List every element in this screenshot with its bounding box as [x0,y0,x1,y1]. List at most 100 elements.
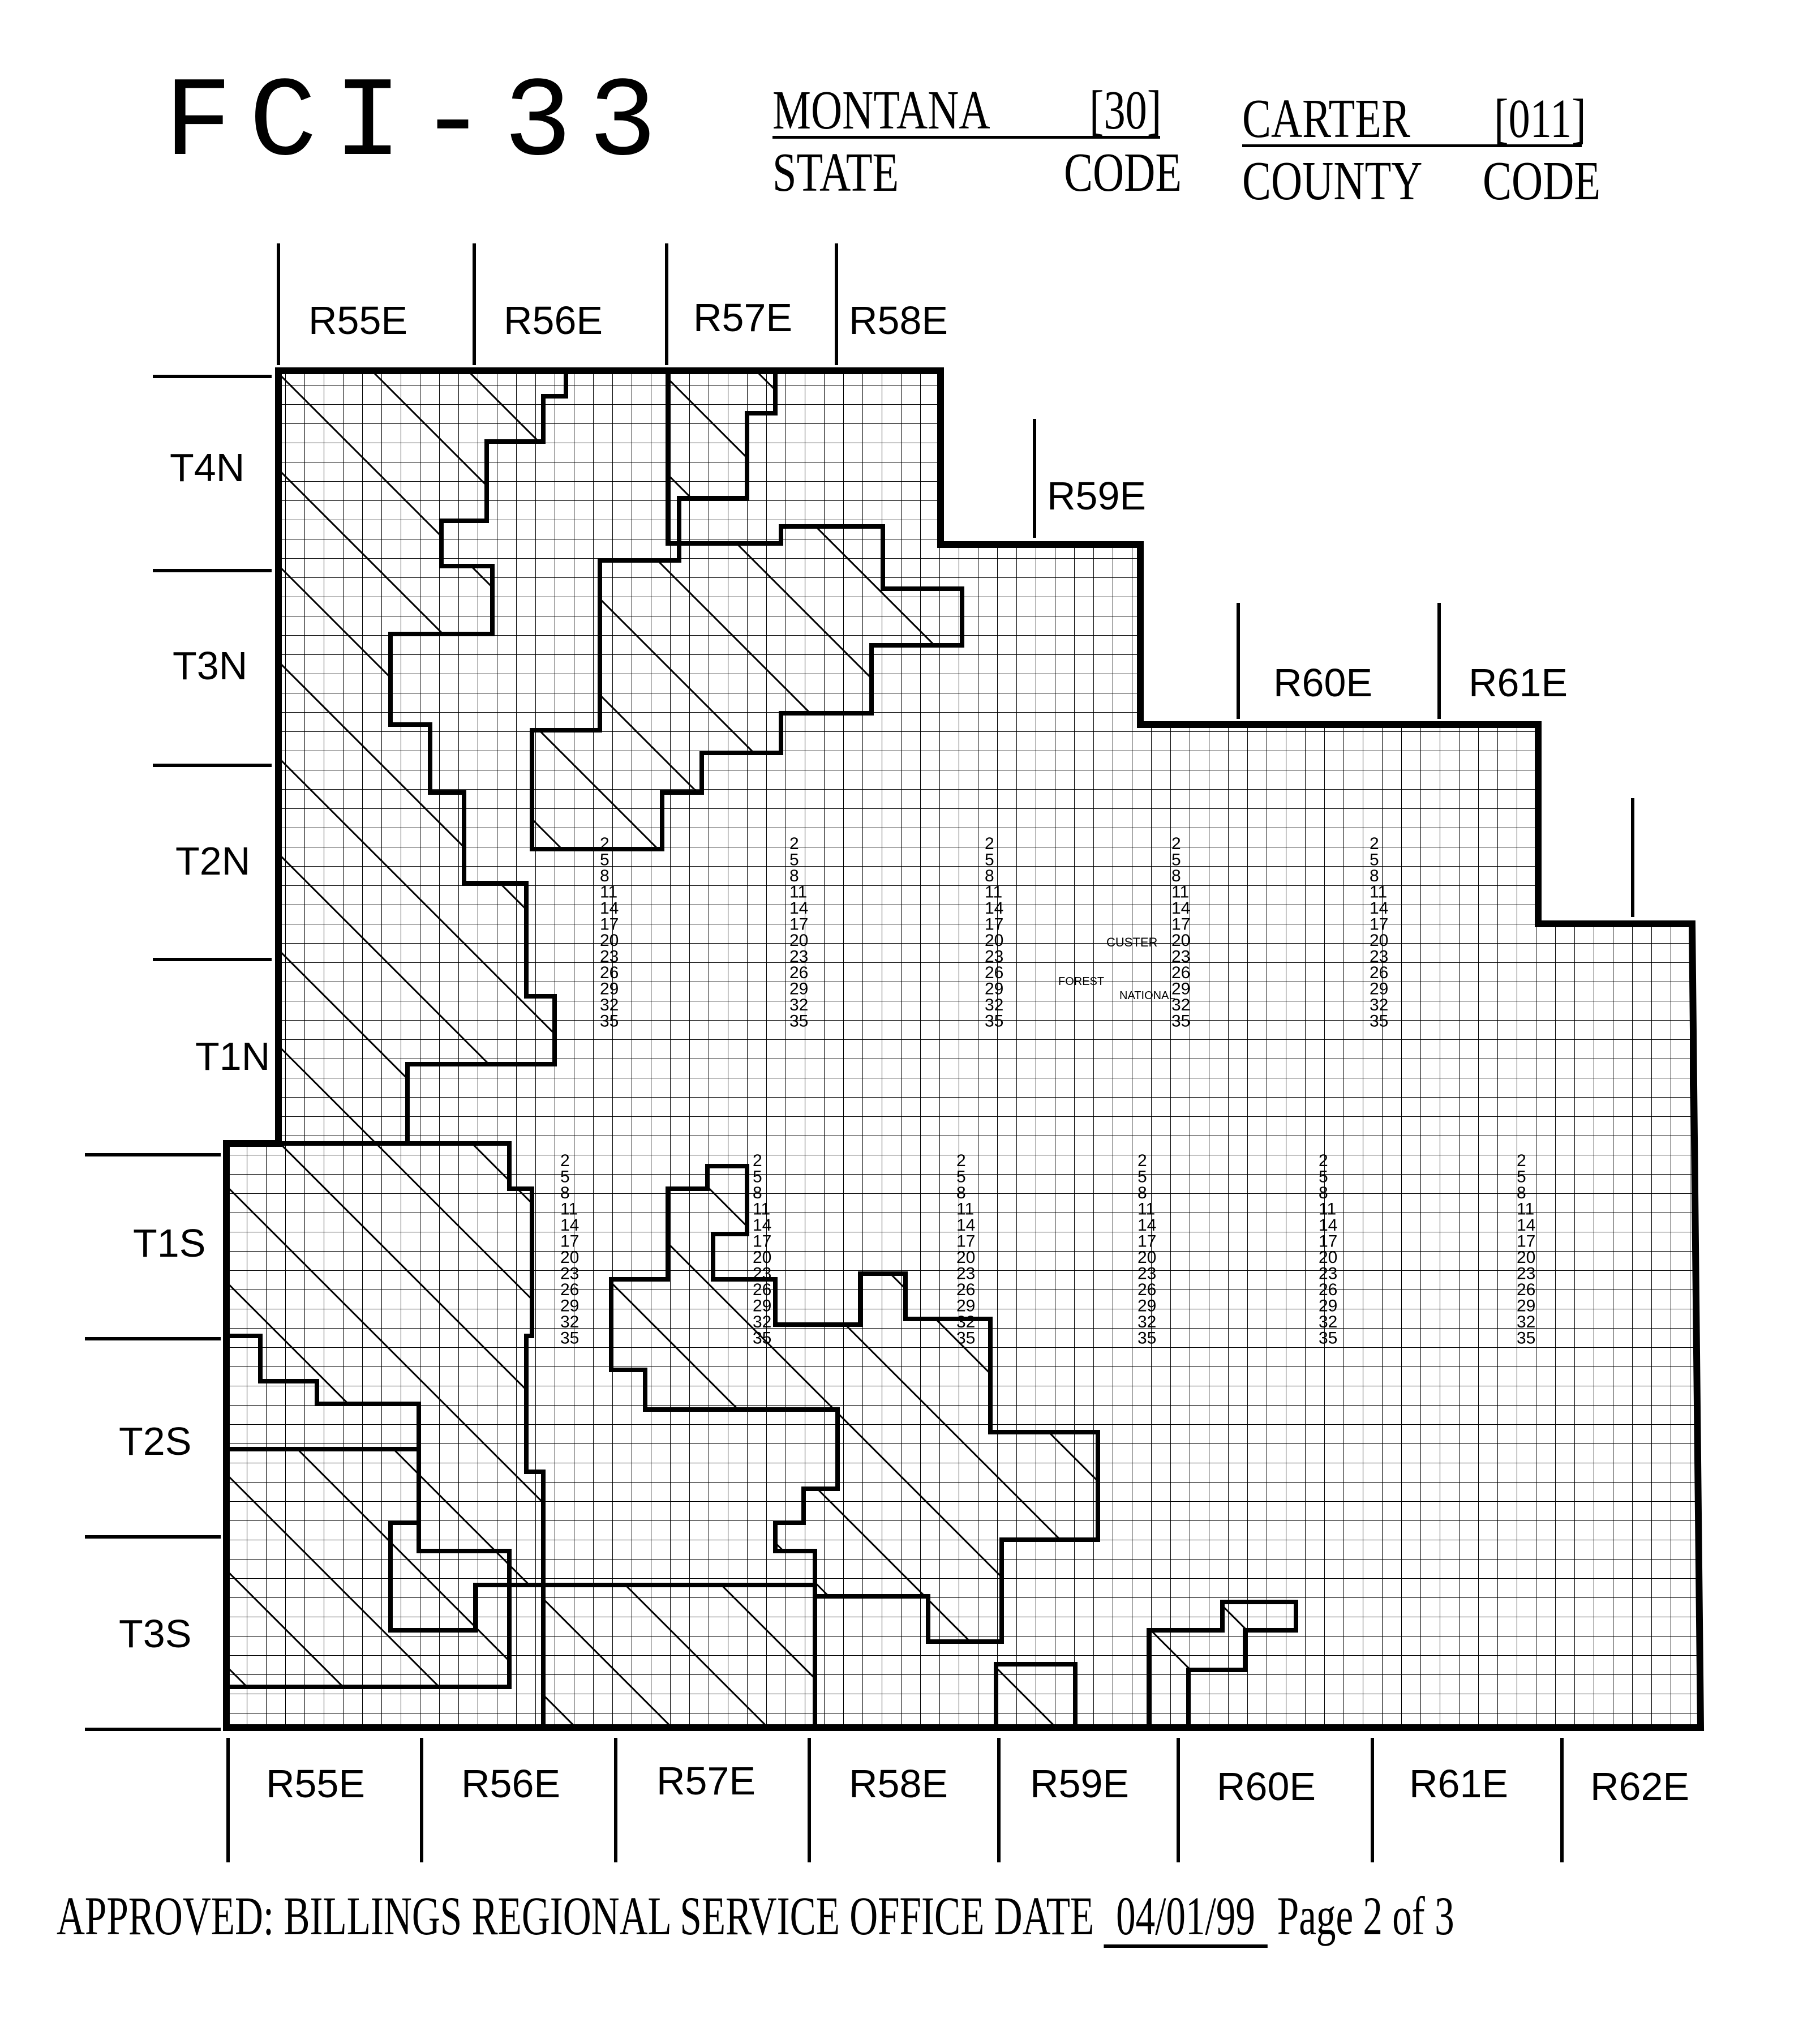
section-number: 5 [956,1168,966,1186]
section-number: 11 [600,883,617,902]
section-number: 26 [753,1280,771,1299]
section-number: 23 [789,948,808,966]
township-label: T1N [195,1034,270,1078]
section-number: 2 [1319,1151,1328,1170]
section-number: 29 [1171,980,1190,999]
section-number: 32 [985,996,1003,1014]
county-area [226,371,1701,1728]
section-number: 14 [985,899,1003,918]
state-label: STATE [772,142,899,203]
bottom-range-label: R57E [656,1759,756,1803]
section-number: 20 [789,931,808,950]
township-label: T3S [119,1612,191,1656]
top-range-label: R56E [504,298,603,342]
section-number: 17 [600,915,619,934]
section-number: 23 [985,948,1003,966]
section-number: 5 [1370,851,1379,869]
bottom-range-label: R60E [1217,1764,1316,1809]
section-number: 26 [985,963,1003,982]
section-number: 35 [789,1012,808,1031]
map-title: FCI-33 [164,60,674,189]
hatched-area-south [226,1141,1298,1728]
section-number: 23 [1171,948,1190,966]
section-number: 23 [753,1265,771,1283]
township-ticks [85,375,272,1731]
section-number: 2 [753,1151,762,1170]
section-number: 8 [1517,1184,1526,1202]
state-rule [772,136,1160,139]
state-code: [30] [1089,80,1162,141]
township-label: T1S [133,1221,205,1265]
section-number: 26 [1319,1280,1337,1299]
section-number: 8 [753,1184,762,1202]
section-number: 5 [789,851,799,869]
section-number: 2 [1171,834,1181,853]
section-number: 29 [600,980,619,999]
county-rule [1242,144,1582,147]
section-number: 14 [789,899,808,918]
section-number: 20 [985,931,1003,950]
section-number: 14 [1319,1216,1337,1235]
section-number: 14 [600,899,619,918]
section-number: 11 [789,883,807,902]
section-number: 23 [600,948,619,966]
section-number: 32 [1319,1313,1337,1331]
top-range-label: R57E [693,295,792,340]
section-number: 35 [1370,1012,1388,1031]
section-number: 20 [1517,1248,1535,1267]
section-number: 23 [1138,1265,1156,1283]
section-number: 32 [1138,1313,1156,1331]
section-number: 11 [1517,1200,1534,1219]
county-label: COUNTY [1242,151,1423,212]
section-number: 2 [985,834,994,853]
bottom-range-label: R55E [266,1762,365,1806]
section-number: 20 [1319,1248,1337,1267]
top-range-label: R60E [1273,661,1372,705]
county-name: CARTER [1242,88,1410,149]
section-number: 2 [600,834,609,853]
section-number: 17 [1370,915,1388,934]
section-number: 17 [1138,1232,1156,1251]
section-number: 35 [600,1012,619,1031]
section-number: 8 [956,1184,966,1202]
section-number: 32 [1171,996,1190,1014]
section-number: 26 [1171,963,1190,982]
section-number: 32 [1370,996,1388,1014]
section-number: 35 [753,1329,771,1348]
county-code: [011] [1494,88,1586,149]
section-number: 35 [1319,1329,1337,1348]
township-label: T2S [119,1419,191,1463]
section-number: 2 [560,1151,570,1170]
section-number: 32 [600,996,619,1014]
section-number: 14 [1171,899,1190,918]
section-number: 8 [560,1184,570,1202]
section-number: 32 [956,1313,975,1331]
section-number: 17 [1171,915,1190,934]
section-number: 5 [753,1168,762,1186]
section-number: 2 [1370,834,1379,853]
county-code-label: CODE [1483,151,1601,212]
section-number: 20 [1138,1248,1156,1267]
section-number: 23 [1370,948,1388,966]
section-number: 14 [956,1216,975,1235]
top-range-ticks [277,243,1634,917]
section-number: 29 [956,1297,975,1316]
section-number: 32 [753,1313,771,1331]
section-number: 20 [956,1248,975,1267]
bottom-range-label: R59E [1030,1762,1129,1806]
section-number: 32 [789,996,808,1014]
hatched-area-west [276,371,568,1146]
section-number: 26 [600,963,619,982]
section-number: 11 [956,1200,974,1219]
section-number: 26 [789,963,808,982]
section-number: 26 [1138,1280,1156,1299]
top-range-label: R59E [1047,474,1146,518]
section-number: 11 [560,1200,578,1219]
top-range-label: R61E [1469,661,1568,705]
section-number: 17 [985,915,1003,934]
bottom-range-label: R62E [1590,1764,1689,1809]
section-number: 32 [1517,1313,1535,1331]
section-number: 35 [1171,1012,1190,1031]
section-number: 8 [1138,1184,1147,1202]
